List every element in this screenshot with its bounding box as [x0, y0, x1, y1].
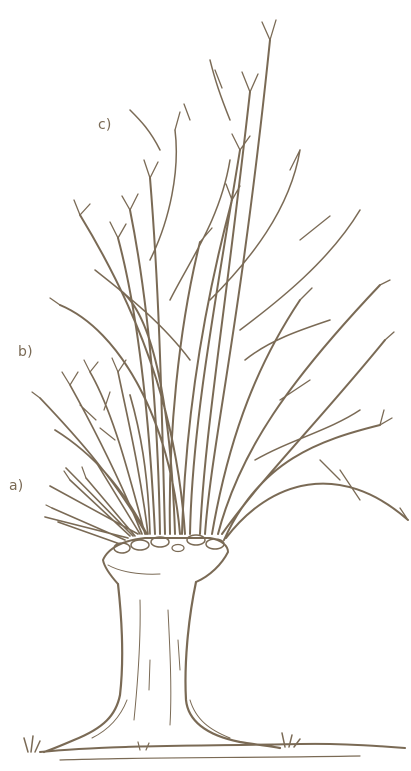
- pollard-knob: [172, 545, 184, 552]
- twig-b: [90, 362, 98, 372]
- twig-c: [380, 280, 390, 285]
- twig-b: [70, 372, 78, 385]
- twig-c: [270, 20, 276, 40]
- twig-c: [50, 298, 60, 305]
- twig-c: [118, 224, 126, 238]
- pollard-knob: [187, 535, 205, 545]
- trunk-right-edge: [185, 582, 280, 748]
- pollard-knob: [114, 543, 130, 553]
- twig-c: [262, 22, 270, 40]
- twig-c: [184, 104, 190, 120]
- twig-b: [84, 360, 90, 372]
- twig-c: [232, 134, 240, 150]
- branch-c: [224, 425, 380, 540]
- trunk-left-edge: [44, 584, 122, 752]
- twig-c: [130, 194, 138, 210]
- branch-c: [130, 110, 160, 150]
- twig-c: [80, 204, 90, 215]
- twig-b: [62, 372, 70, 385]
- pollard-knob: [206, 539, 224, 549]
- twig-c: [175, 112, 180, 130]
- branch-c: [182, 200, 232, 534]
- bark-line: [149, 640, 180, 690]
- twig-c: [226, 184, 232, 200]
- twig-c: [300, 216, 330, 240]
- grass-tuft: [24, 736, 40, 752]
- branch-c: [218, 285, 380, 534]
- twig-c: [150, 162, 158, 178]
- branch-c: [205, 40, 270, 534]
- twig-c: [250, 74, 258, 92]
- twig-c: [144, 160, 150, 178]
- ground-line: [60, 756, 360, 760]
- twig-c: [110, 222, 118, 238]
- shoot-a: [70, 480, 130, 536]
- branch-c: [240, 210, 360, 330]
- twig-c: [242, 72, 250, 92]
- bark-line: [134, 600, 140, 720]
- trunk-head: [103, 538, 228, 584]
- shoot-b: [40, 398, 146, 534]
- bark-line: [168, 610, 171, 725]
- tree-ink-group: [24, 20, 408, 760]
- twig-c: [385, 332, 394, 340]
- label-c: c): [98, 117, 112, 133]
- twig-c: [122, 196, 130, 210]
- twig-c: [300, 288, 312, 300]
- twig-b: [100, 428, 115, 440]
- twig-c: [74, 200, 80, 215]
- branch-c: [210, 60, 230, 120]
- pollard-knob: [131, 540, 149, 550]
- ground-line: [40, 744, 405, 752]
- label-b: b): [18, 344, 33, 360]
- branch-c: [170, 160, 230, 300]
- twig-b: [112, 358, 118, 372]
- label-a: a): [9, 478, 23, 494]
- twig-b: [32, 392, 40, 398]
- shoot-b: [90, 372, 145, 534]
- twig-c: [320, 460, 340, 480]
- shoot-a: [45, 517, 128, 538]
- bark-line: [108, 565, 160, 574]
